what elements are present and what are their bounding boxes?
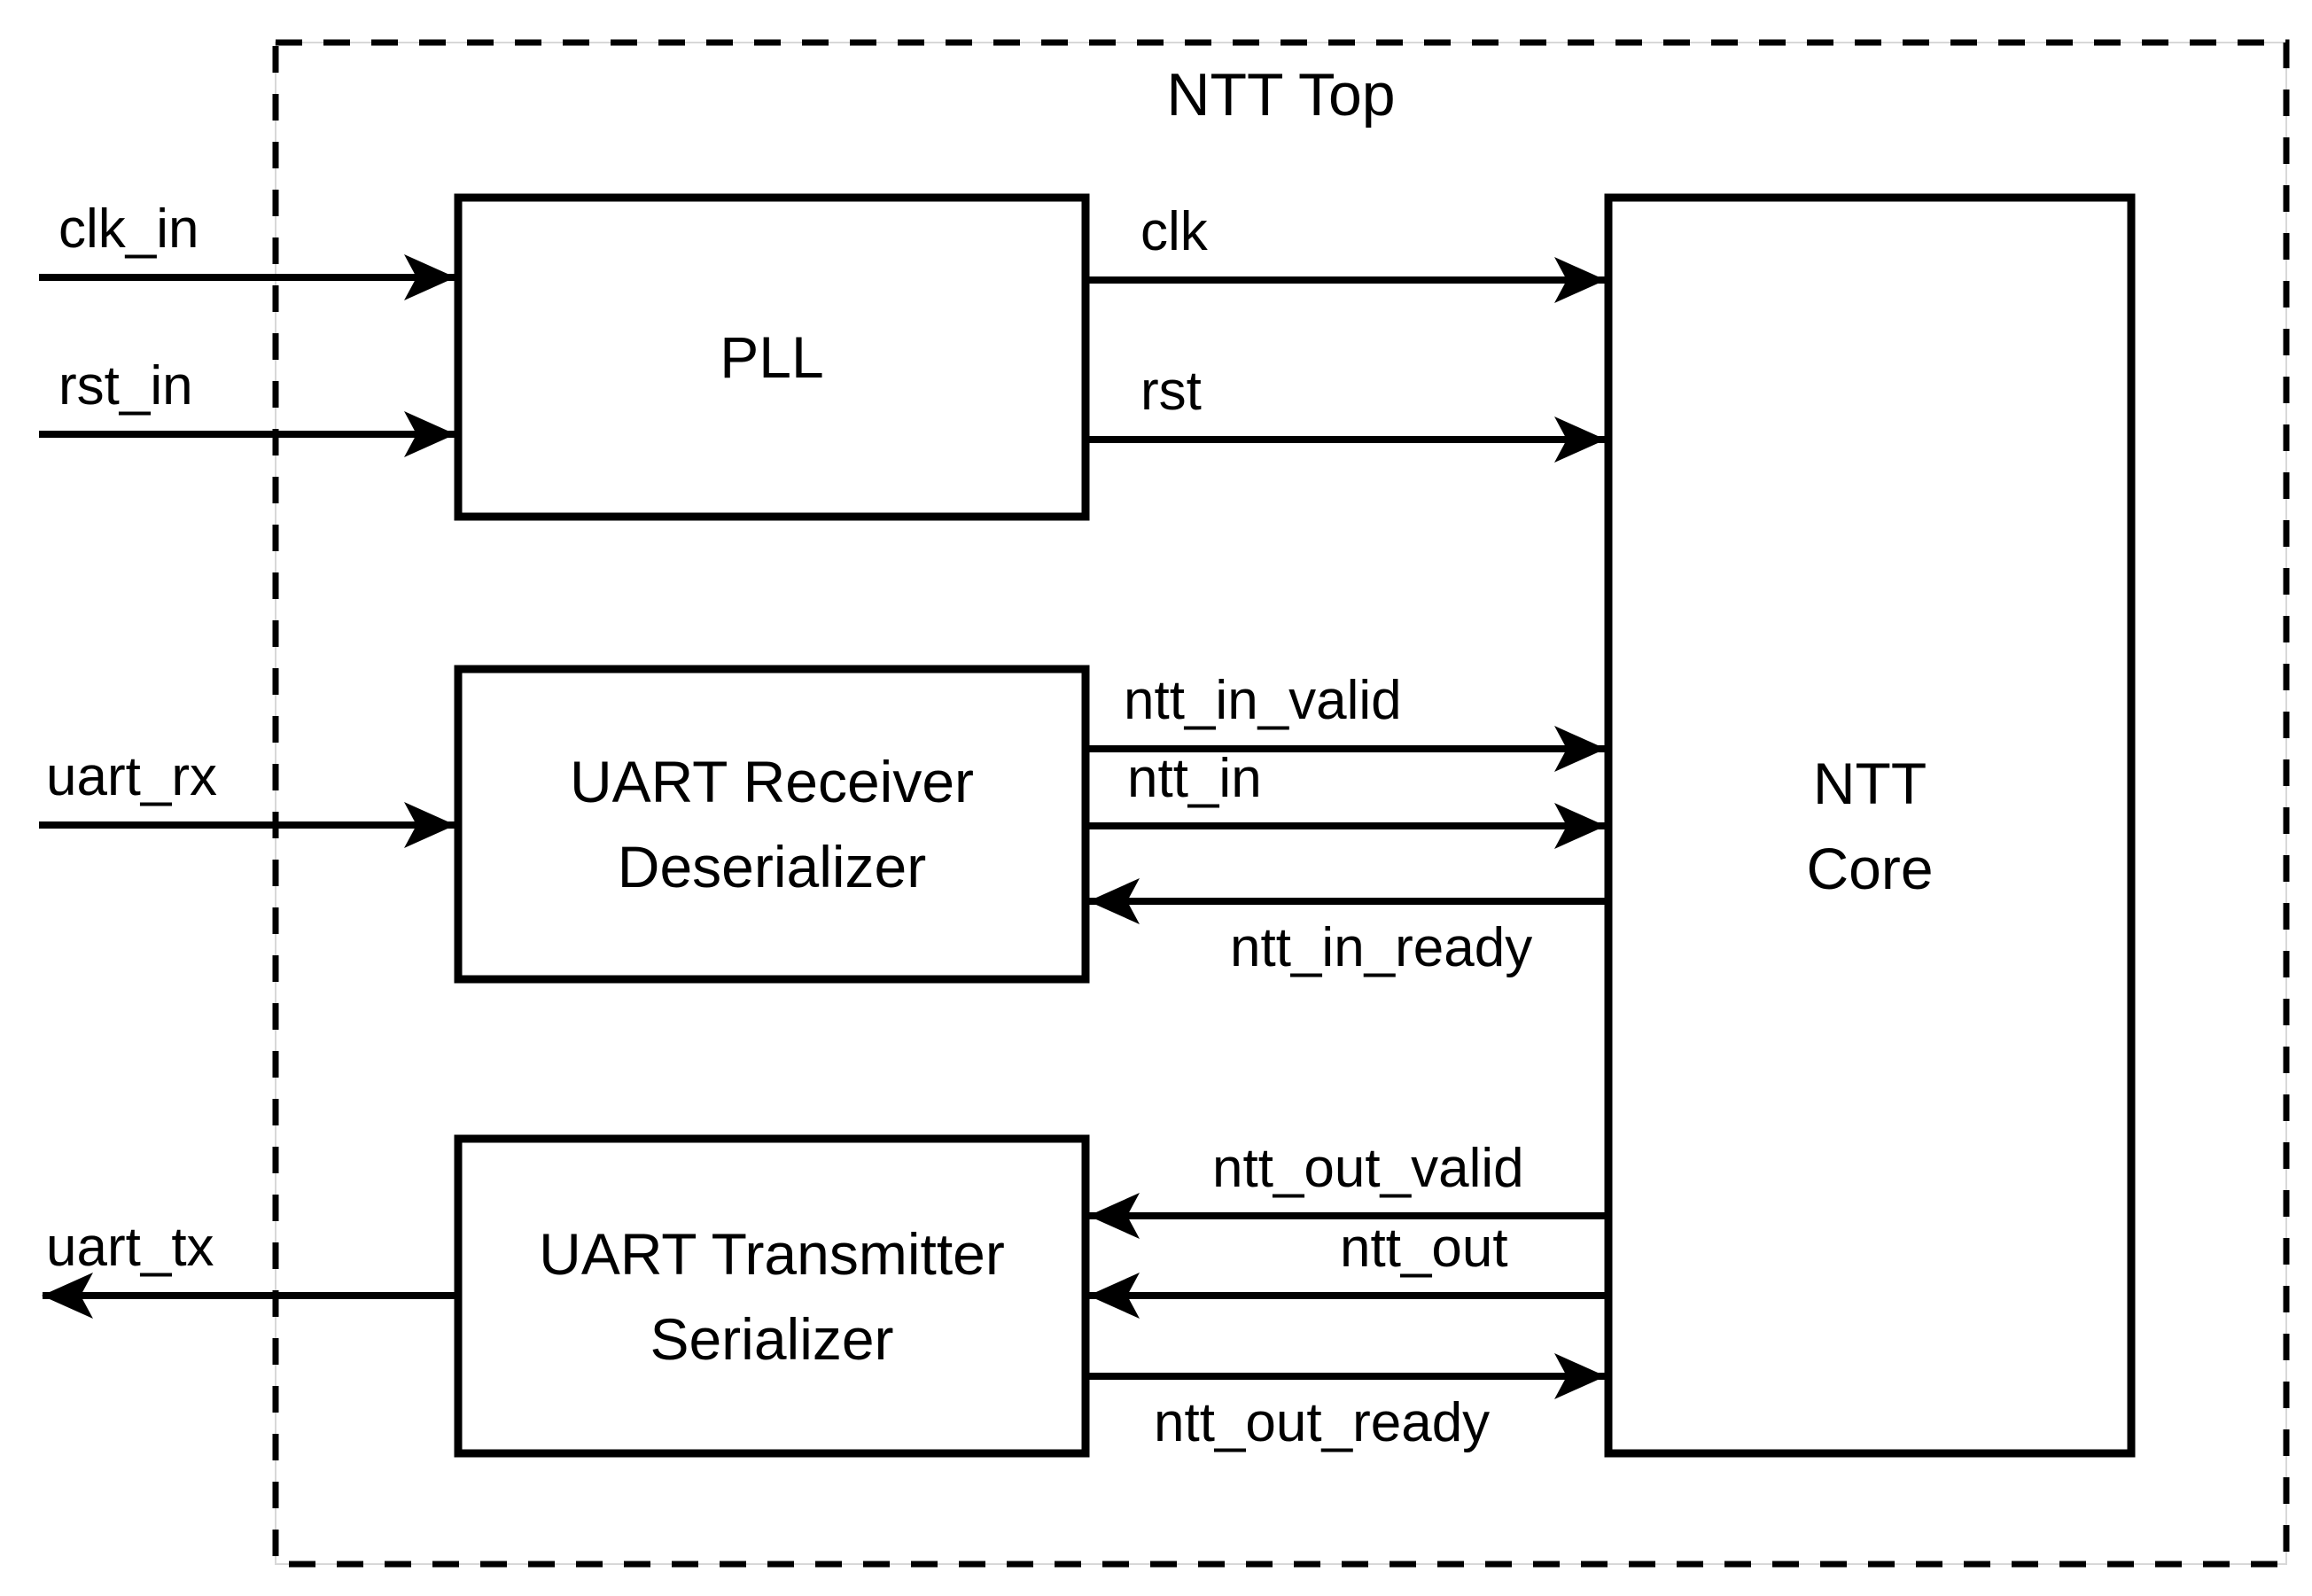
uart-receiver-label-line2: Deserializer [617,834,927,899]
ntt-core-label: NTT Core [1608,198,2131,1453]
uart-transmitter-label: UART Transmitter Serializer [458,1139,1086,1453]
ntt-core-block [1604,193,2136,1458]
uart-receiver-label-line1: UART Receiver [569,749,975,814]
signal-label-ntt-out-ready: ntt_out_ready [1154,1392,1491,1453]
pll-label-line1: PLL [720,324,824,390]
uart-receiver-label: UART Receiver Deserializer [458,669,1086,979]
signal-label-ntt-in: ntt_in [1127,748,1262,809]
signal-label-clk: clk [1140,201,1208,262]
ntt-core-label-line1: NTT [1812,750,1927,816]
ntt-core-label-line2: Core [1806,835,1934,901]
signal-label-uart-rx: uart_rx [46,746,217,807]
signal-label-ntt-out-valid: ntt_out_valid [1212,1138,1524,1199]
pll-label: PLL [458,198,1086,517]
signal-label-rst: rst [1140,361,1202,422]
uart-receiver-block [454,665,1090,984]
signal-label-clk-in: clk_in [58,199,199,260]
signal-label-ntt-out: ntt_out [1340,1218,1508,1279]
uart-transmitter-label-line1: UART Transmitter [539,1220,1005,1287]
ntt-top-boundary [272,39,2290,1568]
signal-label-rst-in: rst_in [58,355,193,417]
diagram-title: NTT Top [1166,61,1396,128]
signal-label-ntt-in-valid: ntt_in_valid [1124,670,1402,731]
uart-transmitter-label-line2: Serializer [650,1305,894,1372]
signal-label-uart-tx: uart_tx [46,1217,214,1278]
signal-label-ntt-in-ready: ntt_in_ready [1230,917,1533,978]
pll-block [454,193,1090,521]
